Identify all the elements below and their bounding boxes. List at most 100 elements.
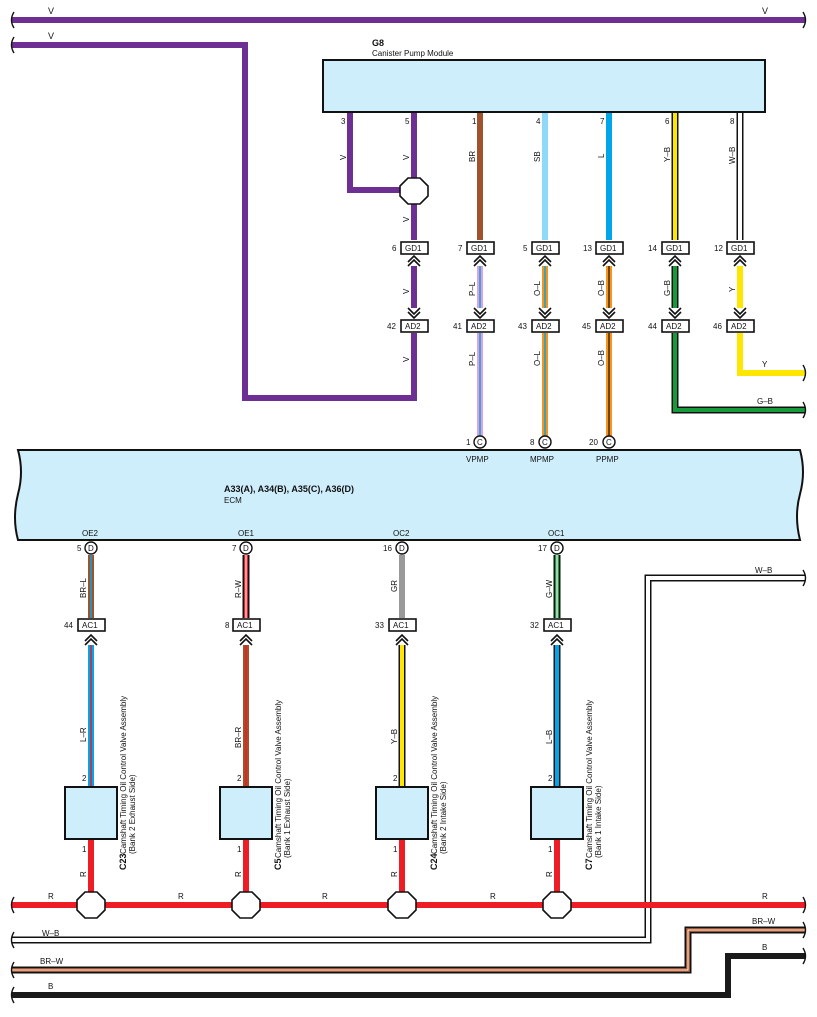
wire-label: SB bbox=[533, 151, 542, 162]
wire-label: G–B bbox=[663, 280, 672, 296]
valve-subtitle: (Bank 2 Exhaust Side) bbox=[128, 774, 137, 854]
valve-pin: 2 bbox=[393, 774, 398, 783]
ad2-connector bbox=[661, 319, 690, 333]
wire-label: O–L bbox=[533, 280, 542, 296]
ac1-label: AC1 bbox=[82, 621, 98, 630]
valve-code: C23 bbox=[118, 853, 128, 870]
ecm: VPMP MPMP PPMP A33(A), A34(B), A35(C), A… bbox=[14, 449, 804, 541]
connector-arrows bbox=[407, 254, 747, 320]
wire-label: Y bbox=[728, 286, 737, 292]
wire-label: L–B bbox=[545, 730, 554, 744]
valve-subtitle: (Bank 1 Exhaust Side) bbox=[283, 778, 292, 858]
wire-label-y-out: Y bbox=[762, 360, 768, 369]
wire-label: R bbox=[545, 871, 554, 877]
wire-label: G–W bbox=[545, 579, 554, 598]
ac1-pin: 8 bbox=[225, 621, 230, 630]
gd1-label: GD1 bbox=[405, 244, 422, 253]
gd1-ad2-wire-labels: V P–L O–L O–B G–B Y bbox=[402, 280, 737, 296]
wire-label: V bbox=[402, 356, 411, 362]
ad2-pin: 41 bbox=[453, 322, 462, 331]
pump-pins: 3 5 1 4 7 6 8 bbox=[341, 117, 735, 126]
ad2-labels: AD2 AD2 AD2 AD2 AD2 AD2 42 41 43 45 44 4… bbox=[387, 322, 747, 331]
terminal-pin: 16 bbox=[383, 544, 392, 553]
valve-pin: 2 bbox=[82, 774, 87, 783]
wire-label-b-right: B bbox=[762, 943, 767, 952]
gd1-pin: 6 bbox=[392, 244, 397, 253]
valve-pin: 1 bbox=[82, 845, 87, 854]
pump-wire-labels: V V V BR SB L Y–B W–B bbox=[339, 147, 737, 222]
valve-code: C7 bbox=[584, 858, 594, 870]
pump-pin: 1 bbox=[472, 117, 477, 126]
gd1-connector bbox=[661, 241, 690, 255]
wire-label-b-left: B bbox=[48, 982, 53, 991]
wire-label-wb-left: W–B bbox=[42, 929, 59, 938]
splice-point bbox=[76, 891, 106, 919]
wire-label: R–W bbox=[234, 580, 243, 598]
gd1-label: GD1 bbox=[731, 244, 748, 253]
splice-point bbox=[387, 891, 417, 919]
wire-label: Y–B bbox=[390, 729, 399, 744]
wire-label: P–L bbox=[468, 281, 477, 296]
gd1-connector bbox=[466, 241, 495, 255]
wire-label-v-top-left: V bbox=[48, 6, 54, 16]
ac1-pin: 33 bbox=[375, 621, 384, 630]
terminal-pin: 1 bbox=[466, 438, 471, 447]
pump-module-box bbox=[322, 59, 766, 113]
wire-label: V bbox=[339, 154, 348, 160]
ad2-connector bbox=[531, 319, 560, 333]
terminal-name: OC2 bbox=[393, 529, 410, 538]
pump-pin: 8 bbox=[730, 117, 735, 126]
ad2-connector bbox=[400, 319, 429, 333]
valve-pin: 1 bbox=[393, 845, 398, 854]
terminal-pin: 17 bbox=[538, 544, 547, 553]
wire-label: V bbox=[402, 216, 411, 222]
valve-subtitle: (Bank 2 Intake Side) bbox=[439, 781, 448, 854]
ac1-connectors bbox=[77, 618, 572, 632]
wire-label-r: R bbox=[48, 892, 54, 901]
ecm-name: ECM bbox=[224, 496, 242, 505]
valve-title: Camshaft Timing Oil Control Valve Assemb… bbox=[119, 696, 128, 854]
valve-pin: 1 bbox=[237, 845, 242, 854]
wire-label-r: R bbox=[178, 892, 184, 901]
wire-label-r: R bbox=[322, 892, 328, 901]
wire-label: BR–L bbox=[79, 577, 88, 598]
valve-bank1-intake bbox=[530, 786, 584, 840]
valve-bank2-intake bbox=[375, 786, 429, 840]
wire-label: P–L bbox=[468, 351, 477, 366]
ac1-label: AC1 bbox=[393, 621, 409, 630]
ad2-label: AD2 bbox=[600, 322, 616, 331]
wire-label-v-second: V bbox=[48, 31, 54, 41]
ecm-codes: A33(A), A34(B), A35(C), A36(D) bbox=[224, 484, 354, 494]
wire-label: R bbox=[79, 871, 88, 877]
ac1-valve-wires bbox=[88, 645, 561, 786]
valve-subtitle: (Bank 1 Intake Side) bbox=[594, 785, 603, 858]
valve-title: Camshaft Timing Oil Control Valve Assemb… bbox=[585, 700, 594, 858]
terminal-letter: D bbox=[243, 544, 249, 553]
bottom-red-bus: R R R R R bbox=[10, 891, 807, 919]
ac1-connector bbox=[77, 618, 106, 632]
pump-code: G8 bbox=[372, 38, 384, 48]
terminal-pin: 7 bbox=[232, 544, 237, 553]
wire-label-brw-left: BR–W bbox=[40, 957, 64, 966]
ad2-pin: 42 bbox=[387, 322, 396, 331]
ac1-label: AC1 bbox=[237, 621, 253, 630]
wire-label: R bbox=[390, 871, 399, 877]
gd1-pin: 12 bbox=[714, 244, 723, 253]
wire-label: V bbox=[402, 288, 411, 294]
gd1-label: GD1 bbox=[600, 244, 617, 253]
ad2-pin: 44 bbox=[648, 322, 657, 331]
ac1-valve-wire-labels: L–R BR–R Y–B L–B bbox=[79, 726, 554, 748]
ecm-ac1-wire-labels: BR–L R–W GR G–W bbox=[79, 577, 554, 598]
terminal-pin: 5 bbox=[77, 544, 82, 553]
gd1-pin: 14 bbox=[648, 244, 657, 253]
ad2-label: AD2 bbox=[536, 322, 552, 331]
valves: 2 2 2 2 1 1 1 1 bbox=[64, 774, 584, 854]
ac1-pin: 44 bbox=[64, 621, 73, 630]
pump-pin: 4 bbox=[536, 117, 541, 126]
ac1-arrows bbox=[84, 633, 564, 646]
bottom-wires: W–B BR–W BR–W B B bbox=[10, 917, 807, 1004]
gd1-labels: GD1 GD1 GD1 GD1 GD1 GD1 6 7 5 13 14 12 bbox=[392, 244, 748, 253]
wire-label: L–R bbox=[79, 727, 88, 742]
splice-point bbox=[399, 177, 429, 205]
wire-label: R bbox=[234, 871, 243, 877]
